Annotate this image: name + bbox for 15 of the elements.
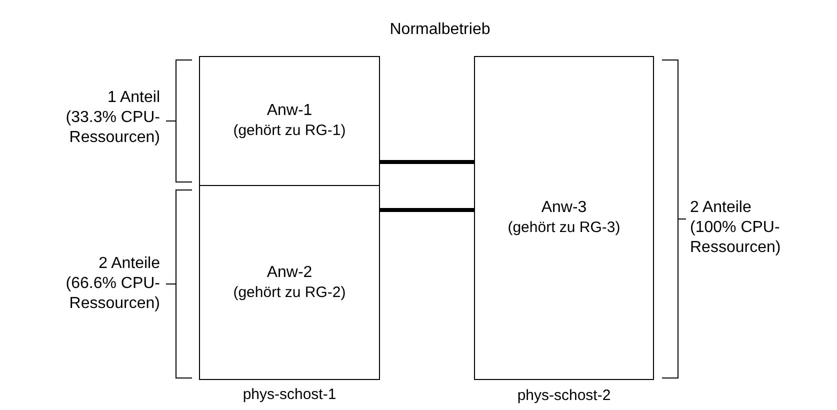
resource-group-text: (gehört zu RG-3)	[508, 218, 620, 238]
server-label: phys-schost-1	[242, 385, 338, 405]
share-label: 2 Anteile (66.6% CPU-Ressourcen)	[64, 254, 160, 314]
resource-group-text: (gehört zu RG-1)	[233, 121, 346, 141]
share-label: 2 Anteile (100% CPU-Ressourcen)	[690, 198, 782, 258]
connection-line	[380, 208, 474, 212]
app-name: Anw-2	[266, 262, 312, 282]
share-label: 1 Anteil (33.3% CPU-Ressourcen)	[64, 88, 160, 148]
resource-group-text: (gehört zu RG-2)	[233, 282, 346, 302]
server-label: phys-schost-2	[516, 386, 612, 406]
connection-line	[380, 160, 474, 164]
app-name: Anw-1	[266, 101, 312, 121]
app-name: Anw-3	[541, 198, 587, 218]
server-box	[199, 56, 380, 187]
diagram-title: Normalbetrieb	[388, 20, 492, 40]
